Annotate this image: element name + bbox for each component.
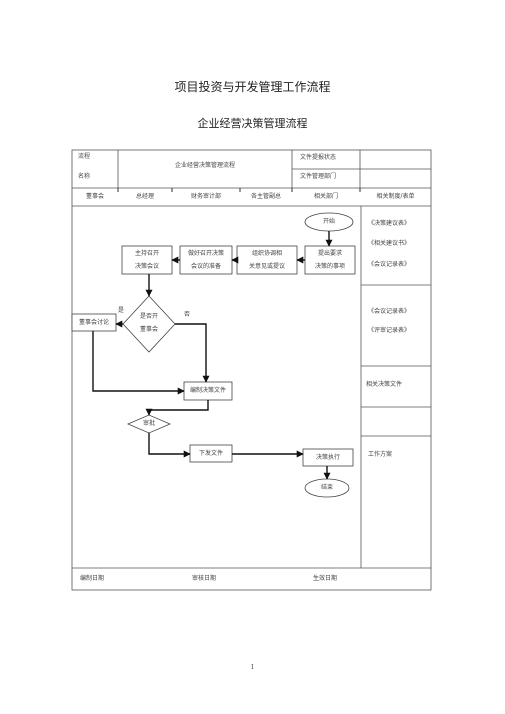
start-label: 开始 xyxy=(322,218,335,225)
gm-meeting-label-1: 主持召开 xyxy=(134,250,159,257)
form-item: 《评审记录表》 xyxy=(368,327,411,334)
propose-box xyxy=(304,245,356,275)
process-name: 企业经营决策管理流程 xyxy=(174,162,235,169)
no-label: 否 xyxy=(184,311,191,318)
page-number: 1 xyxy=(250,664,255,671)
col-header-finance: 财务审计部 xyxy=(190,193,221,200)
board-discuss-label: 董事会讨论 xyxy=(78,319,109,326)
decision-label-1: 是否开 xyxy=(139,313,158,320)
col-header-vp: 各主管副总 xyxy=(250,193,281,200)
organize-box xyxy=(236,245,298,275)
form-item: 《会议记录表》 xyxy=(368,261,411,268)
doc-owner-label: 文件提报状态 xyxy=(300,154,337,161)
gm-meeting-label-2: 决策会议 xyxy=(134,263,159,270)
form-item: 《决策建议表》 xyxy=(368,220,411,227)
review-diamond xyxy=(126,414,172,434)
page-title: 项目投资与开发管理工作流程 xyxy=(174,80,331,94)
yes-label: 是 xyxy=(118,307,125,314)
col-header-gm: 总经理 xyxy=(135,193,154,200)
gm-meeting-box xyxy=(121,245,173,275)
propose-label-2: 决策的事项 xyxy=(314,263,345,270)
finance-prep-box xyxy=(179,245,233,275)
form-item: 工作方案 xyxy=(368,451,393,458)
col-header-board: 董事会 xyxy=(85,193,104,200)
propose-label-1: 提出要求 xyxy=(317,250,342,257)
edit-date-label: 编制日期 xyxy=(80,575,105,582)
organize-label-2: 关意见或提议 xyxy=(248,263,285,270)
decision-diamond xyxy=(122,295,176,353)
issue-doc-label: 下发文件 xyxy=(198,450,223,457)
page-subtitle: 企业经营决策管理流程 xyxy=(197,117,308,130)
end-label: 结束 xyxy=(320,484,333,491)
effective-date-label: 生效日期 xyxy=(313,575,338,582)
form-item: 《会议记录表》 xyxy=(368,308,411,315)
flow-label: 流程 xyxy=(78,153,91,160)
organize-label-1: 组织协调相 xyxy=(251,250,282,257)
draft-doc-label: 编制决策文件 xyxy=(189,387,226,394)
review-label: 审批 xyxy=(142,420,155,427)
execute-label: 决策执行 xyxy=(315,454,340,461)
col-header-depts: 相关部门 xyxy=(313,193,338,200)
review-date-label: 审核日期 xyxy=(192,575,217,582)
col-header-forms: 相关制度/表单 xyxy=(376,193,415,200)
finance-prep-label-2: 会议的准备 xyxy=(190,263,221,270)
execute-box xyxy=(302,448,354,467)
name-label: 名称 xyxy=(78,173,91,180)
form-item: 相关决策文件 xyxy=(366,381,403,388)
doc-manager-label: 文件管理部门 xyxy=(300,173,337,180)
form-item: 《相关建议书》 xyxy=(368,240,411,247)
decision-label-2: 董事会 xyxy=(139,326,158,333)
finance-prep-label-1: 做好召开决策 xyxy=(187,250,224,257)
